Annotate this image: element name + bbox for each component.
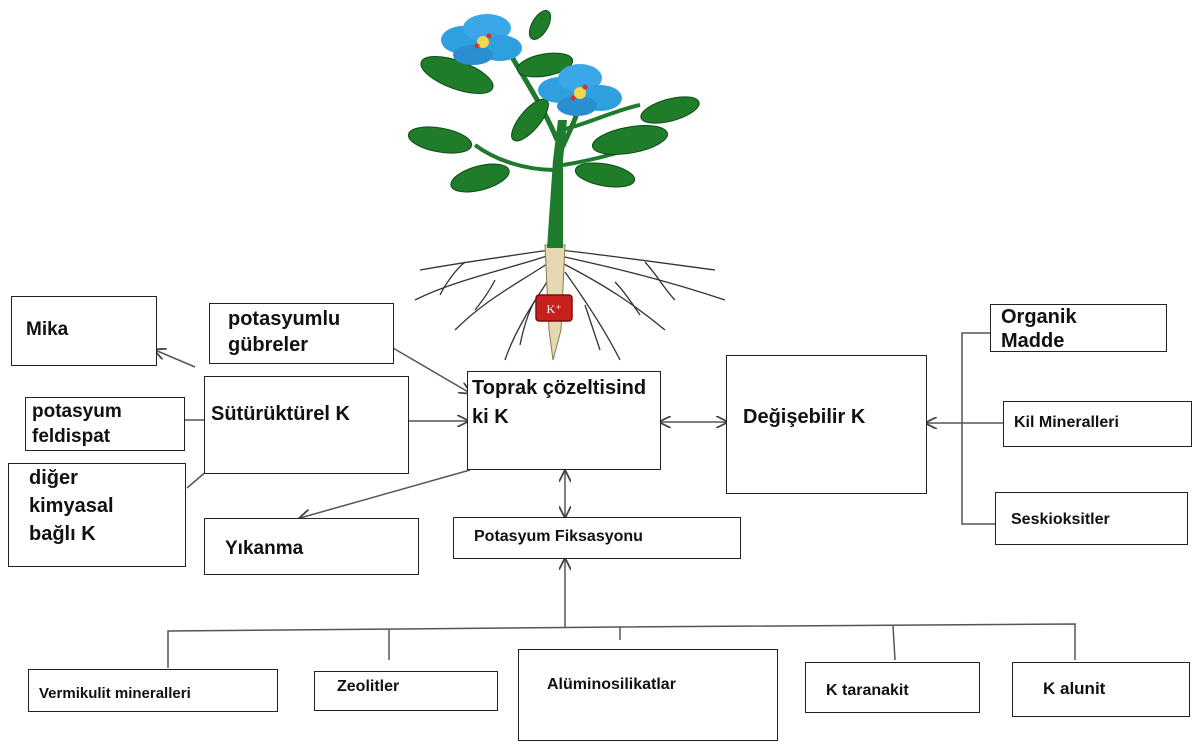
box-potasyum-fiksasyonu: Potasyum Fiksasyonu (453, 517, 741, 559)
box-yikanma: Yıkanma (204, 518, 419, 575)
box-suturukturel-k: Sütürüktürel K (204, 376, 409, 474)
label-mika: Mika (26, 319, 69, 340)
box-mika: Mika (11, 296, 157, 366)
box-aluminosilikatlar: Alüminosilikatlar (518, 649, 778, 741)
label-degisebilir-k: Değişebilir K (743, 406, 866, 428)
label-toprak-cozeltisi: Toprak çözeltisind ki K (472, 377, 647, 428)
box-kil-mineralleri: Kil Mineralleri (1003, 401, 1192, 447)
line-mika (155, 350, 196, 368)
label-seskioksitler: Seskioksitler (1011, 511, 1110, 528)
box-degisebilir-k: Değişebilir K (726, 355, 927, 494)
box-seskioksitler: Seskioksitler (995, 492, 1188, 545)
box-vermikulit: Vermikulit mineralleri (28, 669, 278, 712)
box-diger-kimyasal: diğer kimyasal bağlı K (8, 463, 186, 567)
label-diger-kimyasal: diğer kimyasal bağlı K (29, 467, 114, 545)
potassium-ion-label: K⁺ (547, 302, 562, 316)
label-organik-madde: Organik Madde (1001, 306, 1077, 352)
flower-1 (441, 14, 522, 65)
label-suturukturel-k: Sütürüktürel K (211, 403, 350, 425)
box-potasyum-feldispat: potasyum feldispat (25, 397, 185, 451)
label-k-alunit: K alunit (1043, 679, 1106, 698)
line-yikanma (300, 469, 471, 518)
bottom-bracket (167, 623, 1076, 668)
label-aluminosilikatlar: Alüminosilikatlar (547, 676, 676, 693)
label-yikanma: Yıkanma (225, 538, 304, 559)
plant-illustration: K⁺ (407, 10, 726, 361)
label-k-taranakit: K taranakit (826, 682, 909, 699)
box-k-alunit: K alunit (1012, 662, 1190, 717)
line-gubreler (392, 347, 470, 393)
box-zeolitler: Zeolitler (314, 671, 498, 711)
label-potasyumlu-gubreler: potasyumlu gübreler (228, 308, 341, 356)
leaves (407, 10, 700, 193)
label-potasyum-feldispat: potasyum feldispat (32, 401, 122, 447)
label-kil-mineralleri: Kil Mineralleri (1014, 414, 1119, 431)
label-zeolitler: Zeolitler (337, 678, 400, 695)
label-potasyum-fiksasyonu: Potasyum Fiksasyonu (474, 528, 643, 545)
box-toprak-cozeltisi: Toprak çözeltisind ki K (467, 371, 661, 470)
bracket-right (961, 332, 995, 525)
flower-2 (538, 64, 622, 116)
box-k-taranakit: K taranakit (805, 662, 980, 713)
label-vermikulit: Vermikulit mineralleri (39, 685, 191, 702)
stem (547, 120, 567, 248)
box-potasyumlu-gubreler: potasyumlu gübreler (209, 303, 394, 364)
box-organik-madde: Organik Madde (990, 304, 1167, 352)
potassium-ion-badge: K⁺ (535, 294, 573, 322)
